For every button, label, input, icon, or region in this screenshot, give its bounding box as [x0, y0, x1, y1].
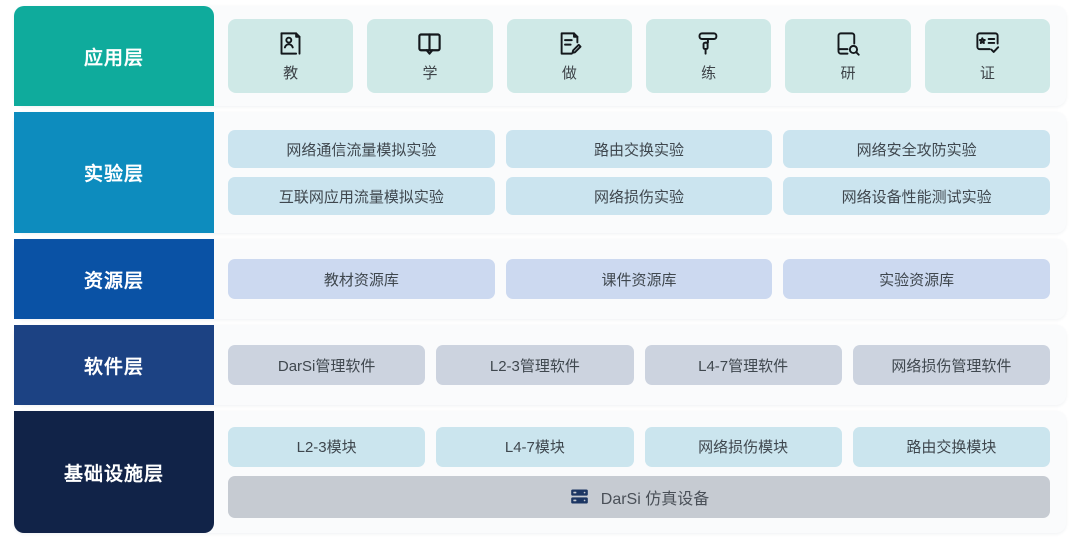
layer-label-software: 软件层: [14, 325, 214, 405]
layer-label-application: 应用层: [14, 6, 214, 106]
layer-row-resource: 资源层 教材资源库 课件资源库 实验资源库: [14, 239, 1066, 319]
app-tile-research[interactable]: 研: [785, 19, 911, 93]
application-tile-grid: 教 学: [228, 19, 1050, 93]
layer-body-application: 教 学: [214, 6, 1066, 106]
darsi-device-bar[interactable]: DarSi 仿真设备: [228, 475, 1050, 518]
teaching-board-icon: [277, 30, 304, 57]
document-search-icon: [834, 30, 861, 57]
open-book-icon: [416, 30, 443, 57]
app-tile-label: 学: [422, 64, 438, 82]
layer-body-resource: 教材资源库 课件资源库 实验资源库: [214, 239, 1066, 319]
layer-row-infrastructure: 基础设施层 L2-3模块 L4-7模块 网络损伤模块 路由交换模块: [14, 411, 1066, 533]
layer-row-experiment: 实验层 网络通信流量模拟实验 路由交换实验 网络安全攻防实验 互联网应用流量模拟…: [14, 112, 1066, 233]
certificate-check-icon: [974, 30, 1001, 57]
app-tile-label: 做: [561, 64, 577, 82]
resource-pill[interactable]: 实验资源库: [783, 259, 1050, 299]
software-pill[interactable]: DarSi管理软件: [228, 345, 426, 385]
layer-row-software: 软件层 DarSi管理软件 L2-3管理软件 L4-7管理软件 网络损伤管理软件: [14, 325, 1066, 405]
resource-pill-row: 教材资源库 课件资源库 实验资源库: [228, 259, 1050, 299]
experiment-pill[interactable]: 网络安全攻防实验: [783, 130, 1050, 168]
experiment-pill[interactable]: 网络损伤实验: [505, 177, 773, 215]
document-edit-icon: [556, 30, 583, 57]
server-rack-icon: [569, 486, 590, 507]
app-tile-certify[interactable]: 证: [924, 19, 1050, 93]
experiment-pill-row-1: 网络通信流量模拟实验 路由交换实验 网络安全攻防实验: [228, 130, 1050, 168]
software-pill[interactable]: L4-7管理软件: [644, 345, 842, 385]
experiment-pill[interactable]: 网络通信流量模拟实验: [228, 130, 495, 168]
layer-label-infrastructure: 基础设施层: [14, 411, 214, 533]
experiment-pill[interactable]: 互联网应用流量模拟实验: [228, 177, 495, 215]
infrastructure-pill[interactable]: 网络损伤模块: [644, 426, 842, 467]
layer-label-resource: 资源层: [14, 239, 214, 319]
layer-label-experiment: 实验层: [14, 112, 214, 233]
app-tile-practice[interactable]: 练: [646, 19, 772, 93]
app-tile-label: 证: [979, 64, 995, 82]
software-pill[interactable]: 网络损伤管理软件: [852, 345, 1050, 385]
infrastructure-pill[interactable]: L4-7模块: [436, 426, 634, 467]
layer-body-experiment: 网络通信流量模拟实验 路由交换实验 网络安全攻防实验 互联网应用流量模拟实验 网…: [214, 112, 1066, 233]
layer-body-software: DarSi管理软件 L2-3管理软件 L4-7管理软件 网络损伤管理软件: [214, 325, 1066, 405]
infrastructure-pill[interactable]: L2-3模块: [228, 426, 426, 467]
layer-row-application: 应用层 教: [14, 6, 1066, 106]
resource-pill[interactable]: 课件资源库: [505, 259, 773, 299]
app-tile-label: 教: [283, 64, 299, 82]
app-tile-teach[interactable]: 教: [228, 19, 354, 93]
software-pill[interactable]: L2-3管理软件: [436, 345, 634, 385]
app-tile-learn[interactable]: 学: [367, 19, 493, 93]
app-tile-do[interactable]: 做: [506, 19, 632, 93]
software-pill-row: DarSi管理软件 L2-3管理软件 L4-7管理软件 网络损伤管理软件: [228, 345, 1050, 385]
resource-pill[interactable]: 教材资源库: [228, 259, 495, 299]
infrastructure-pill-row: L2-3模块 L4-7模块 网络损伤模块 路由交换模块: [228, 426, 1050, 467]
layer-body-infrastructure: L2-3模块 L4-7模块 网络损伤模块 路由交换模块 DarSi 仿真: [214, 411, 1066, 533]
app-tile-label: 研: [840, 64, 856, 82]
paint-roller-icon: [695, 30, 722, 57]
infrastructure-pill[interactable]: 路由交换模块: [852, 426, 1050, 467]
darsi-device-label: DarSi 仿真设备: [600, 490, 710, 508]
experiment-pill[interactable]: 网络设备性能测试实验: [783, 177, 1050, 215]
app-tile-label: 练: [701, 64, 717, 82]
experiment-pill-row-2: 互联网应用流量模拟实验 网络损伤实验 网络设备性能测试实验: [228, 177, 1050, 215]
experiment-pill[interactable]: 路由交换实验: [505, 130, 773, 168]
